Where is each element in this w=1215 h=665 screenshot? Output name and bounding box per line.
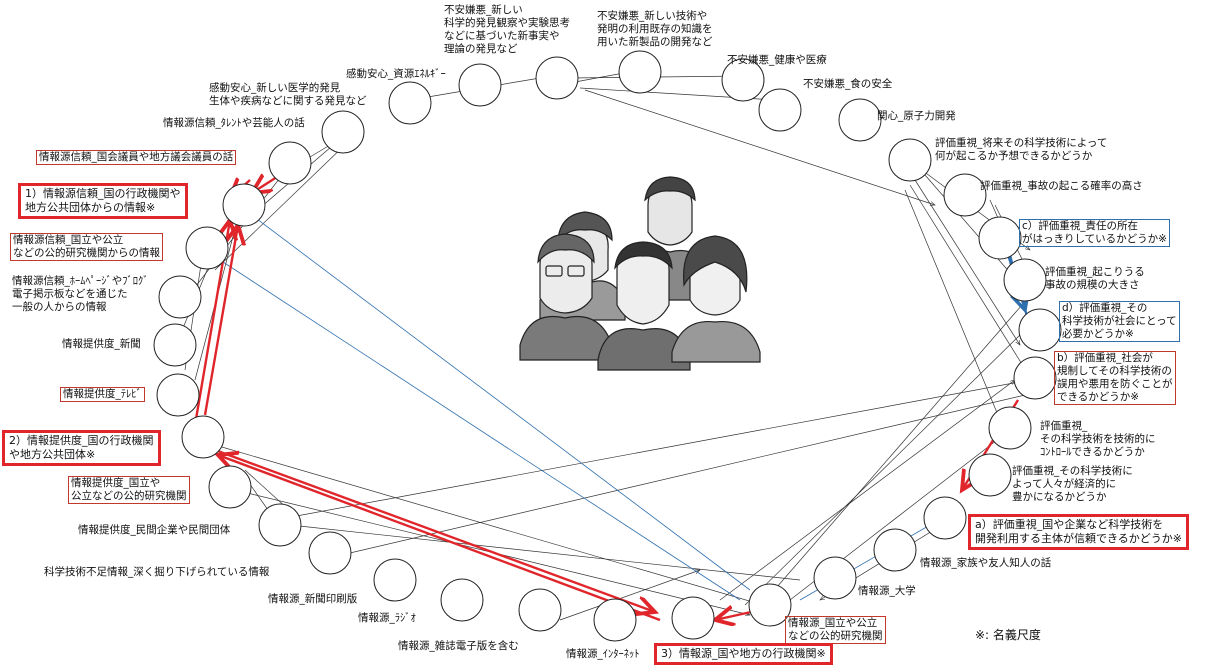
- node-n1: [535, 56, 579, 100]
- node-n22: [373, 558, 417, 602]
- node-n31: [222, 183, 266, 227]
- label-n8: c）評価重視_責任の所在 がはっきりしているかどうか※: [1019, 219, 1170, 247]
- label-n6: 評価重視_将来その科学技術によって 何が起こるか予想できるかどうか: [935, 137, 1108, 162]
- label-n9: 評価重視_起こりうる 事故の規模の大きさ: [1045, 266, 1145, 291]
- label-n10: d）評価重視_その 科学技術が社会にとって 必要かどうか※: [1059, 301, 1180, 342]
- node-n29: [158, 275, 202, 319]
- label-n17: 情報源_国立や公立 などの公的研究機関: [785, 616, 886, 644]
- node-n35: [458, 63, 502, 107]
- label-n20: 情報源_雑誌電子版を含む: [398, 640, 519, 652]
- node-n15: [873, 528, 917, 572]
- label-n21: 情報源_ﾗｼﾞｵ: [358, 612, 416, 624]
- node-n17: [748, 583, 792, 627]
- nodes: [153, 50, 1062, 642]
- label-n22: 情報源_新聞印刷版: [268, 593, 358, 605]
- label-n19: 情報源_ｲﾝﾀｰﾈｯﾄ: [566, 648, 640, 660]
- node-n27: [156, 373, 200, 417]
- node-n12: [988, 406, 1032, 450]
- label-n3: 不安嫌悪_健康や医療: [727, 54, 827, 66]
- label-n31: 1）情報源信頼_国の行政機関や 地方公共団体からの情報※: [18, 183, 188, 219]
- label-n35: 感動安心_資源ｴﾈﾙｷﾞｰ: [346, 68, 446, 80]
- node-n21: [440, 578, 484, 622]
- node-n34: [388, 81, 432, 125]
- label-n30: 情報源信頼_国立や公立 などの公的研究機関からの情報: [10, 233, 163, 261]
- label-n12: 評価重視_ その科学技術を技術的に ｺﾝﾄﾛｰﾙできるかどうか: [1040, 420, 1156, 458]
- label-n5: 関心_原子力開発: [877, 110, 956, 122]
- label-n2: 不安嫌悪_新しい技術や 発明の利用既存の知識を 用いた新製品の開発など: [597, 10, 713, 48]
- label-n32: 情報源信頼_国会議員や地方議会議員の話: [36, 150, 237, 165]
- label-n34: 感動安心_新しい医学的発見 生体や疾病などに関する発見など: [209, 82, 367, 107]
- node-n8: [978, 216, 1022, 260]
- node-n2: [618, 50, 662, 94]
- node-n26: [181, 415, 225, 459]
- node-n4: [758, 88, 802, 132]
- label-n18: 3）情報源_国や地方の行政機関※: [654, 643, 833, 665]
- label-n24: 情報提供度_民間企業や民間団体: [78, 524, 231, 536]
- node-n10: [1018, 308, 1062, 352]
- label-n16: 情報源_大学: [858, 585, 916, 597]
- label-n14: a）評価重視_国や企業など科学技術を 開発利用する主体が信頼できるかどうか※: [968, 514, 1189, 550]
- label-n15: 情報源_家族や友人知人の話: [920, 557, 1052, 569]
- label-n13: 評価重視_その科学技術に よって人々が経済的に 豊かになるかどうか: [1012, 465, 1133, 503]
- node-n33: [321, 110, 365, 154]
- label-n28: 情報提供度_新聞: [62, 338, 141, 350]
- label-n23: 科学技術不足情報_深く掘り下げられている情報: [44, 566, 270, 578]
- node-n19: [593, 598, 637, 642]
- node-n32: [268, 141, 312, 185]
- node-n23: [308, 531, 352, 575]
- node-n3: [721, 58, 765, 102]
- footnote: ※: 名義尺度: [975, 628, 1041, 642]
- node-n6: [888, 138, 932, 182]
- label-n33: 情報源信頼_ﾀﾚﾝﾄや芸能人の話: [163, 117, 305, 129]
- node-n20: [518, 588, 562, 632]
- node-n30: [185, 226, 229, 270]
- node-n13: [968, 453, 1012, 497]
- node-n7: [943, 173, 987, 217]
- label-n7: 評価重視_事故の起こる確率の高さ: [980, 180, 1143, 192]
- label-n11: b）評価重視_社会が 規制してその科学技術の 誤用や悪用を防ぐことが できるかど…: [1054, 351, 1176, 405]
- node-n28: [153, 323, 197, 367]
- node-n11: [1013, 356, 1057, 400]
- label-n25: 情報提供度_国立や 公立などの公的研究機関: [68, 476, 190, 504]
- label-n1: 不安嫌悪_新しい 科学的発見観察や実験思考 などに基づいた新事実や 理論の発見な…: [444, 4, 570, 55]
- label-n26: 2）情報提供度_国の行政機関 や地方公共団体※: [2, 430, 161, 466]
- node-n24: [258, 503, 302, 547]
- label-n27: 情報提供度_ﾃﾚﾋﾞ: [60, 387, 145, 402]
- label-n4: 不安嫌悪_食の安全: [803, 78, 893, 90]
- node-n9: [1003, 258, 1047, 302]
- node-n16: [813, 556, 857, 600]
- node-n14: [923, 496, 967, 540]
- node-n25: [208, 465, 252, 509]
- people-illustration: [519, 176, 761, 371]
- label-n29: 情報源信頼_ﾎｰﾑﾍﾟｰｼﾞやﾌﾞﾛｸﾞ 電子掲示板などを通じた 一般の人からの…: [12, 275, 149, 313]
- node-n5: [838, 98, 882, 142]
- node-n18: [671, 596, 715, 640]
